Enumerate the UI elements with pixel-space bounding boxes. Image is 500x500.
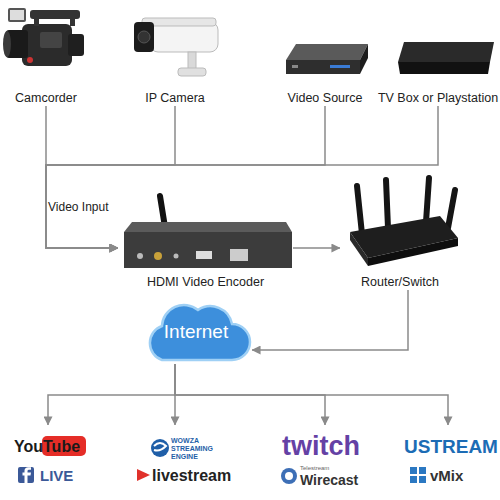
node-label: TV Box or Playstation	[376, 90, 500, 106]
router-antenna	[386, 180, 388, 228]
wowza-livestream-logo: WOWZA STREAMING ENGINE livestream	[115, 425, 235, 495]
camcorder-handle	[30, 10, 80, 19]
flow-arrow	[293, 247, 340, 249]
brand-name: vMix	[430, 467, 490, 485]
ip-camera-front	[134, 22, 154, 52]
node-label: Router/Switch	[340, 274, 460, 290]
livestream-icon	[137, 469, 150, 481]
encoder-power-port	[137, 253, 143, 259]
node-label: Internet	[140, 319, 252, 345]
router-antenna	[357, 186, 362, 234]
encoder-network-port	[230, 249, 248, 261]
brand-name: LIVE	[40, 467, 90, 485]
ip-camera-illustration	[134, 18, 218, 76]
router-device: Router/Switch	[340, 175, 460, 290]
router-side	[350, 232, 368, 266]
twitch-wirecast-logo: twitchTelestreamWirecast	[268, 425, 382, 495]
video-source-illustration	[286, 44, 368, 74]
camcorder-handle-post	[70, 18, 75, 26]
tv-box-top	[398, 42, 494, 62]
brand-name: livestream	[152, 467, 235, 485]
flow-arrow	[46, 106, 118, 248]
encoder-audio-port	[154, 252, 162, 260]
ip-camera-base	[178, 68, 206, 76]
camcorder-illustration	[3, 8, 84, 66]
router-illustration	[350, 178, 458, 266]
vmix-tile	[410, 476, 417, 483]
brand-name: Telestream	[300, 465, 360, 472]
recorder-top	[286, 44, 368, 60]
video-source-device: Video Source	[272, 2, 378, 106]
recorder-light	[330, 65, 350, 68]
ustream-vmix-logo: USTREAM vMix	[396, 425, 500, 495]
camcorder-light	[8, 8, 26, 22]
recorder-side	[360, 44, 368, 74]
vmix-tile	[410, 467, 417, 474]
tv-box-device: TV Box or Playstation	[376, 2, 500, 106]
facebook-glyph	[23, 467, 32, 483]
encoder-reset-button	[174, 254, 179, 259]
youtube-logo: YouTubeLIVE	[2, 425, 94, 495]
camcorder-lens-front	[3, 31, 11, 57]
ip-camera-lens	[138, 31, 150, 43]
vmix-tile	[419, 476, 426, 483]
camcorder-viewfinder	[68, 34, 84, 56]
vmix-tile	[419, 467, 426, 474]
brand-name: twitch	[282, 431, 372, 461]
encoder-illustration	[124, 196, 292, 268]
brand-name: YouTube	[14, 437, 92, 457]
recorder-front	[286, 60, 360, 74]
flow-arrow	[48, 364, 175, 425]
flow-arrow	[46, 106, 325, 248]
brand-name: WOWZA STREAMING ENGINE	[171, 437, 221, 461]
vmix-icon	[410, 467, 426, 483]
wirecast-icon-center	[285, 472, 293, 480]
wowza-icon	[151, 439, 169, 457]
camcorder-body	[22, 24, 72, 66]
router-antenna	[448, 190, 455, 228]
camcorder-handle-post	[34, 18, 39, 26]
flow-arrow	[252, 290, 408, 350]
camcorder-device: Camcorder	[2, 2, 90, 106]
flow-arrow	[46, 106, 438, 248]
node-label: Camcorder	[2, 90, 90, 106]
camcorder-record-light	[27, 57, 33, 63]
encoder-front	[124, 232, 292, 268]
camcorder-panel	[40, 32, 62, 48]
flow-arrow	[46, 106, 175, 248]
brand-name: Wirecast	[300, 472, 380, 488]
flow-arrow	[175, 364, 448, 425]
node-label: IP Camera	[125, 90, 225, 106]
video-encoder-device: HDMI Video Encoder	[118, 195, 293, 290]
ip-camera-mount	[188, 52, 196, 70]
internet-cloud: Internet	[140, 300, 252, 364]
router-front	[368, 238, 458, 266]
node-label: HDMI Video Encoder	[118, 274, 293, 290]
wirecast-icon	[281, 468, 297, 484]
router-antenna	[426, 178, 429, 222]
ip-camera-device: IP Camera	[125, 2, 225, 106]
facebook-icon	[18, 467, 34, 483]
tv-box-front	[398, 62, 490, 74]
encoder-top	[124, 222, 292, 232]
camcorder-light-face	[10, 10, 24, 20]
node-label: Video Source	[272, 90, 378, 106]
encoder-hdmi-port	[196, 251, 212, 259]
brand-name: USTREAM	[404, 435, 498, 459]
tv-box-illustration	[398, 42, 494, 74]
wowza-swirl	[154, 443, 166, 451]
edge-label: Video Input	[48, 199, 109, 215]
recorder-button	[292, 65, 298, 68]
